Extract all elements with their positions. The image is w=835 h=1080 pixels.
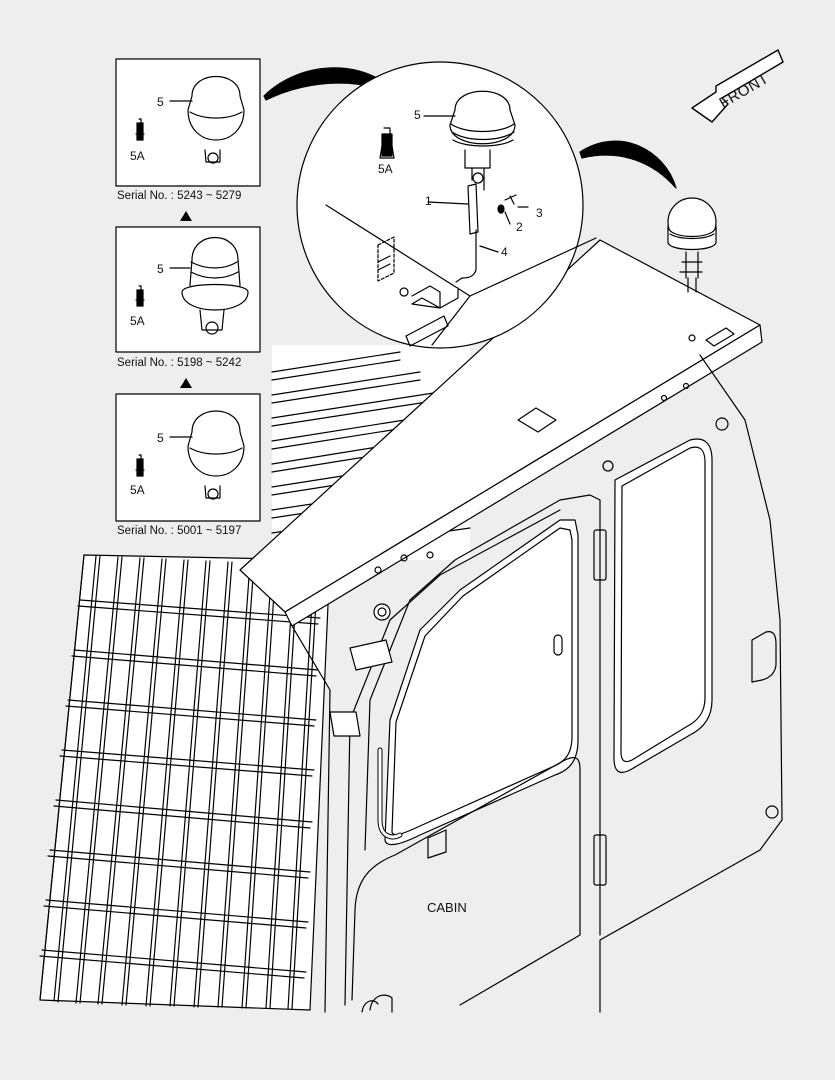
front-arrow — [691, 49, 784, 123]
callout-3: 3 — [536, 206, 543, 220]
detail-box-1 — [115, 58, 261, 187]
cabin-label: CABIN — [427, 900, 467, 915]
detail-circle — [296, 61, 597, 349]
detail-box-3 — [115, 393, 261, 522]
box-arrow-up-2 — [180, 378, 192, 388]
detail-box-2 — [115, 226, 261, 353]
box-arrow-up-1 — [180, 211, 192, 221]
box3-item-label: 5 — [157, 431, 164, 445]
cabin-body — [239, 239, 783, 1013]
callout-2: 2 — [516, 220, 523, 234]
front-guard-grille — [39, 554, 331, 1011]
box2-item-label: 5 — [157, 262, 164, 276]
box1-bulb-label: 5A — [130, 149, 145, 163]
callout-4: 4 — [501, 245, 508, 259]
box1-item-label: 5 — [157, 95, 164, 109]
box3-serial: Serial No. : 5001 ~ 5197 — [117, 525, 242, 537]
box2-serial: Serial No. : 5198 ~ 5242 — [117, 357, 242, 369]
box1-serial: Serial No. : 5243 ~ 5279 — [117, 190, 242, 202]
callout-5a: 5A — [378, 162, 393, 176]
box3-bulb-label: 5A — [130, 483, 145, 497]
mounted-beacon — [667, 197, 717, 293]
callout-1: 1 — [425, 194, 432, 208]
callout-5: 5 — [414, 108, 421, 122]
box2-bulb-label: 5A — [130, 314, 145, 328]
leader-arc-right — [579, 140, 677, 189]
